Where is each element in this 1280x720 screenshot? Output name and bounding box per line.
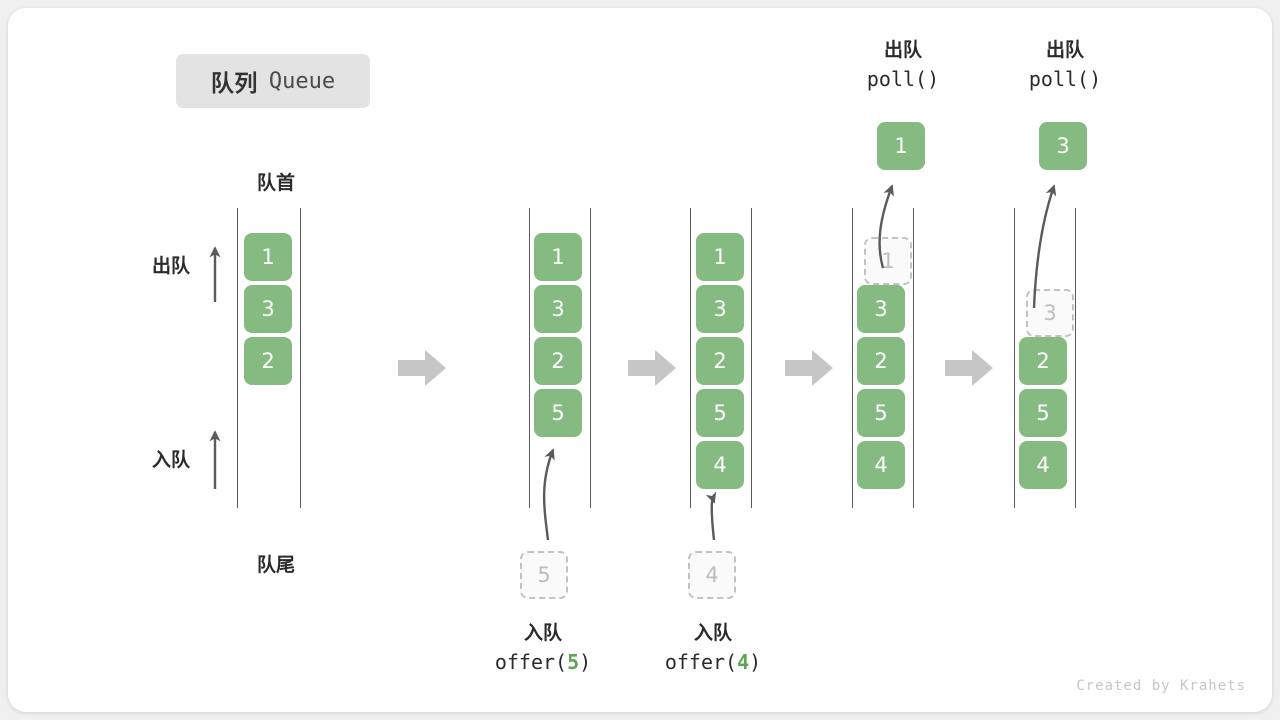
incoming-ghost-cell: 5 xyxy=(520,551,568,599)
rail-left-col5 xyxy=(1014,208,1015,508)
transition-arrow xyxy=(628,348,678,393)
queue-cell: 3 xyxy=(857,285,905,333)
queue-cell: 4 xyxy=(696,441,744,489)
offer-4-cn: 入队 xyxy=(693,623,732,644)
incoming-ghost-cell: 4 xyxy=(688,551,736,599)
title-en: Queue xyxy=(268,68,336,94)
dequeue-side-label: 出队 xyxy=(152,256,191,277)
offer-4-label: 入队 offer(4) xyxy=(628,621,798,676)
rail-right-col1 xyxy=(300,208,301,508)
offer-5-call: offer(5) xyxy=(494,650,592,675)
rail-left-col4 xyxy=(852,208,853,508)
queue-tail-label: 队尾 xyxy=(256,555,295,576)
queue-cell: 2 xyxy=(696,337,744,385)
diagram-card: 队列 Queue 队首 队尾 出队 入队 1 3 2 1 3 2 5 5 入队 … xyxy=(8,8,1272,712)
queue-cell: 5 xyxy=(857,389,905,437)
credit-text: Created by Krahets xyxy=(1076,678,1246,694)
queue-cell: 5 xyxy=(696,389,744,437)
transition-arrow xyxy=(945,348,995,393)
rail-left-col2 xyxy=(529,208,530,508)
queue-cell: 1 xyxy=(244,233,292,281)
rail-right-col3 xyxy=(751,208,752,508)
rail-right-col4 xyxy=(913,208,914,508)
queue-cell: 5 xyxy=(1019,389,1067,437)
poll-1-label: 出队 poll() xyxy=(813,38,993,93)
queue-cell: 2 xyxy=(1019,337,1067,385)
offer-5-cn: 入队 xyxy=(523,623,562,644)
rail-left-col1 xyxy=(237,208,238,508)
queue-head-label: 队首 xyxy=(256,173,295,194)
rail-right-col5 xyxy=(1075,208,1076,508)
rail-right-col2 xyxy=(590,208,591,508)
queue-cell: 1 xyxy=(696,233,744,281)
queue-cell: 2 xyxy=(857,337,905,385)
queue-cell: 4 xyxy=(857,441,905,489)
popped-value-cell: 3 xyxy=(1039,122,1087,170)
poll-3-label: 出队 poll() xyxy=(975,38,1155,93)
offer-4-flow-arrow xyxy=(705,491,717,541)
poll-1-cn: 出队 xyxy=(883,40,922,61)
queue-cell: 3 xyxy=(534,285,582,333)
removed-ghost-cell: 3 xyxy=(1026,289,1074,337)
enqueue-side-label: 入队 xyxy=(152,450,191,471)
queue-cell: 1 xyxy=(534,233,582,281)
poll-3-cn: 出队 xyxy=(1045,40,1084,61)
queue-cell: 2 xyxy=(244,337,292,385)
rail-left-col3 xyxy=(690,208,691,508)
queue-cell: 3 xyxy=(244,285,292,333)
title-cn: 队列 xyxy=(210,70,258,96)
poll-1-call: poll() xyxy=(866,67,940,92)
offer-5-label: 入队 offer(5) xyxy=(458,621,628,676)
queue-cell: 2 xyxy=(534,337,582,385)
removed-ghost-cell: 1 xyxy=(864,237,912,285)
transition-arrow xyxy=(398,348,448,393)
offer-4-call: offer(4) xyxy=(664,650,762,675)
diagram-title-chip: 队列 Queue xyxy=(176,54,370,108)
poll-3-call: poll() xyxy=(1028,67,1102,92)
transition-arrow xyxy=(785,348,835,393)
queue-cell: 5 xyxy=(534,389,582,437)
queue-cell: 3 xyxy=(696,285,744,333)
offer-5-flow-arrow xyxy=(542,448,555,541)
popped-value-cell: 1 xyxy=(877,122,925,170)
queue-cell: 4 xyxy=(1019,441,1067,489)
